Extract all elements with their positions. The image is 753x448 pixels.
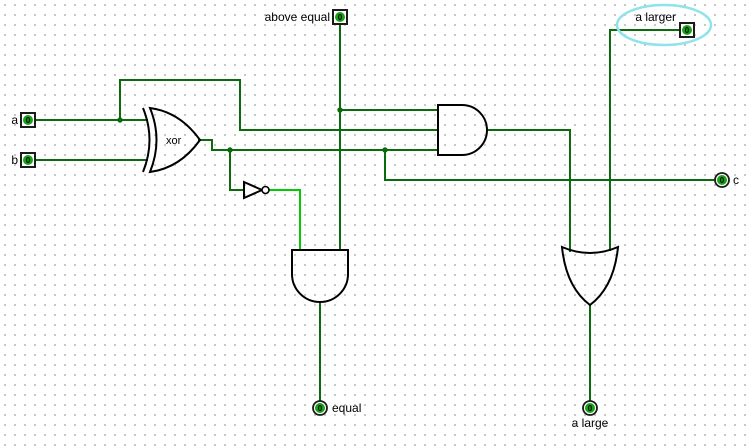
wire-junctions — [117, 107, 388, 153]
pin-c-value: 0 — [720, 176, 725, 185]
wire-a-branch-to-and1[interactable] — [119, 79, 438, 131]
pin-above-equal-state-disc — [335, 12, 345, 22]
pin-above-equal-value: 0 — [338, 13, 343, 22]
not-gate-bubble — [261, 185, 270, 195]
output-pin-a-large[interactable]: 0 — [582, 400, 598, 416]
not-gate[interactable] — [243, 180, 270, 200]
pin-b-label: b — [11, 153, 18, 167]
pin-equal-value: 0 — [318, 404, 323, 413]
wire-junction — [227, 147, 233, 153]
output-pin-equal[interactable]: 0 — [312, 400, 328, 416]
wire-junction — [117, 117, 123, 123]
wire-junction — [382, 147, 388, 153]
wire-xor-branch-to-not[interactable] — [229, 150, 243, 191]
pin-equal-label: equal — [332, 401, 361, 415]
selection-halo — [615, 3, 713, 47]
pin-b-value: 0 — [26, 156, 31, 165]
wire-xor-out-to-and1[interactable] — [198, 139, 438, 151]
input-pin-b[interactable]: 0 — [20, 152, 36, 168]
pin-equal-state-disc — [315, 403, 325, 413]
pin-a-label: a — [11, 113, 18, 127]
wire-a-larger-to-or[interactable] — [609, 29, 680, 251]
pin-c-label: c — [733, 173, 739, 187]
xor-gate-back-arc — [142, 107, 151, 173]
input-pin-a[interactable]: 0 — [20, 112, 36, 128]
wire-xor-branch-to-c[interactable] — [384, 150, 715, 181]
pin-a-large-value: 0 — [588, 404, 593, 413]
not-gate-triangle — [243, 180, 265, 200]
output-pin-c[interactable]: 0 — [714, 172, 730, 188]
pin-a-larger-value: 0 — [685, 26, 690, 35]
input-pin-above-equal[interactable]: 0 — [332, 9, 348, 25]
xor-gate-label: xor — [166, 135, 182, 147]
wires — [36, 24, 715, 401]
xor-gate[interactable]: xor — [142, 106, 202, 174]
pin-a-large-label: a large — [572, 416, 609, 430]
wire-junction — [337, 107, 343, 113]
or-gate[interactable] — [560, 245, 620, 307]
pin-a-large-state-disc — [585, 403, 595, 413]
pin-a-state-disc — [23, 115, 33, 125]
and-gate-lower[interactable] — [291, 249, 349, 303]
pin-b-state-disc — [23, 155, 33, 165]
and-gate-upper[interactable] — [437, 104, 488, 156]
xor-gate-body — [148, 106, 202, 174]
pin-a-larger-state-disc — [682, 25, 692, 35]
wire-and1-out-to-or[interactable] — [486, 129, 571, 252]
input-pin-a-larger[interactable]: 0 — [679, 22, 695, 38]
pin-a-value: 0 — [26, 116, 31, 125]
pin-c-state-disc — [717, 175, 727, 185]
pin-above-equal-label: above equal — [265, 10, 330, 24]
wire-not-out-to-and2[interactable] — [269, 189, 301, 250]
pin-a-larger-label: a larger — [635, 10, 676, 24]
